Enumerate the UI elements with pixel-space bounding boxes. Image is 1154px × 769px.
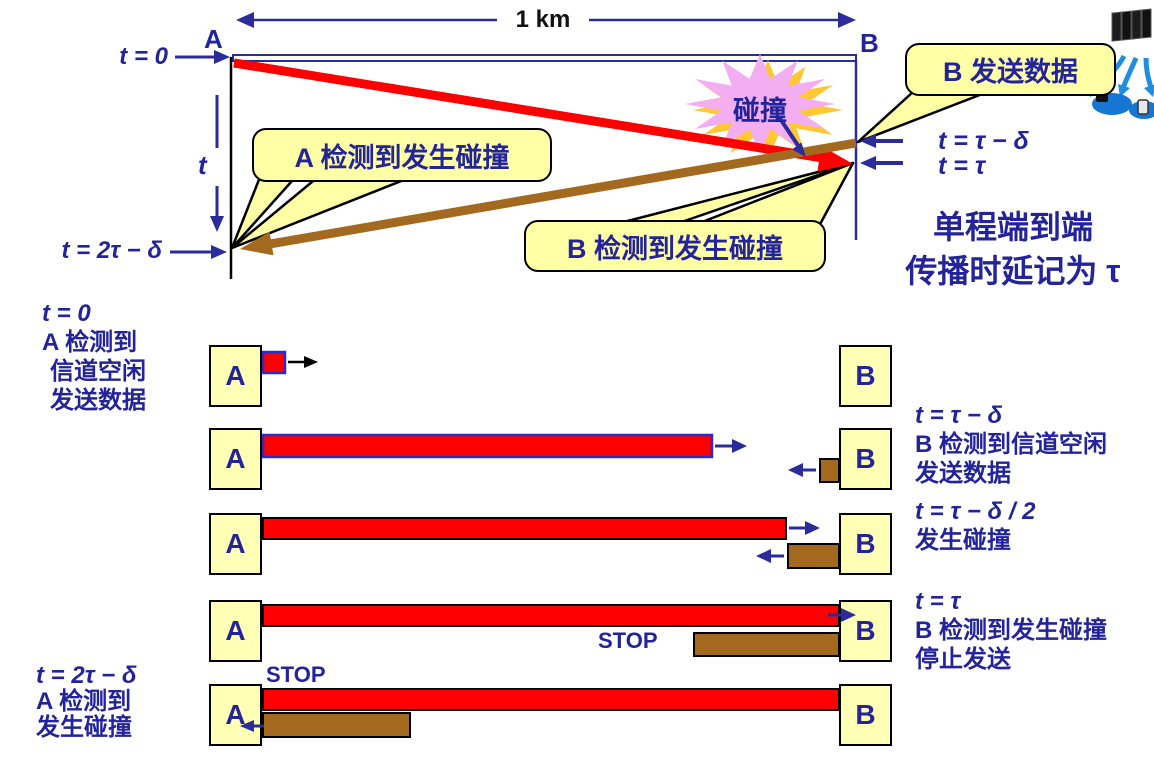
row5-label-line3: 发生碰撞: [36, 714, 132, 741]
row3-label-line2: 发生碰撞: [915, 527, 1011, 554]
t-tau-label: t = τ: [938, 152, 986, 180]
row4-label-line2: B 检测到发生碰撞: [915, 617, 1107, 644]
stop-label-b: STOP: [598, 628, 658, 653]
row1-label-line2: A 检测到: [42, 329, 138, 356]
node-a-letter: A: [225, 360, 246, 391]
row5-label-block: t = 2τ − δ A 检测到 发生碰撞: [36, 663, 137, 741]
callout-b-detect-tail: [606, 161, 855, 230]
node-a-letter: A: [225, 699, 246, 730]
t-2tau-delta-label: t = 2τ − δ: [61, 237, 163, 264]
collision-pointer-arrow: [777, 115, 806, 157]
distance-label: 1 km: [497, 6, 589, 34]
node-a-box-row1: A: [209, 345, 262, 407]
node-a-box-row5: A: [209, 684, 262, 746]
row3-a-frame: [262, 517, 820, 540]
dimension-arrowhead-right: [838, 12, 856, 28]
row2-a-frame: [261, 433, 747, 459]
row1-label-line3: 信道空闲: [50, 358, 146, 385]
collision-starburst: [685, 54, 843, 160]
row3-time-label: t = τ − δ / 2: [915, 498, 1036, 525]
node-b-letter: B: [855, 699, 876, 730]
node-a-box-row3: A: [209, 513, 262, 575]
node-b-box-row5: B: [839, 684, 892, 746]
channel-line: [232, 54, 857, 62]
network-clipart: [1090, 8, 1154, 119]
t2tau-delta-arrow: [170, 245, 227, 259]
row1-a-frame: [261, 350, 318, 375]
node-a-box-row2: A: [209, 428, 262, 490]
node-b-box-row4: B: [839, 600, 892, 662]
t-tau-arrow: [860, 156, 903, 170]
row4-time-label: t = τ: [915, 588, 961, 615]
t0-label: t = 0: [119, 43, 168, 70]
row4-label-line3: 停止发送: [915, 646, 1011, 673]
row1-label-block: t = 0 A 检测到 信道空闲 发送数据: [42, 299, 146, 415]
t-tau-delta-arrow: [860, 134, 903, 148]
collision-label: 碰撞: [733, 96, 787, 126]
stop-label-a: STOP: [266, 662, 326, 687]
callout-b-detect: B 检测到发生碰撞: [524, 220, 826, 272]
node-a-box-row4: A: [209, 600, 262, 662]
row2-time-label: t = τ − δ: [915, 402, 1003, 429]
row2-label-line2: B 检测到信道空闲: [915, 431, 1107, 458]
node-b-box-row1: B: [839, 345, 892, 407]
row5-label-line2: A 检测到: [36, 688, 132, 715]
row2-b-frame: [788, 458, 840, 483]
node-a-letter: A: [225, 443, 246, 474]
node-b-letter: B: [855, 443, 876, 474]
row4-label-block: t = τ B 检测到发生碰撞 停止发送: [915, 587, 1107, 674]
node-b-label-top: B: [860, 28, 879, 58]
node-a-letter: A: [225, 615, 246, 646]
t-tau-delta-label: t = τ − δ: [938, 127, 1029, 155]
row4-frames: [262, 604, 840, 657]
callout-a-detect: A 检测到发生碰撞: [252, 128, 552, 182]
one-way-delay-note-line1: 单程端到端: [932, 209, 1093, 245]
row2-label-line3: 发送数据: [915, 460, 1011, 487]
node-a-letter: A: [225, 528, 246, 559]
row5-time-label: t = 2τ − δ: [36, 662, 137, 689]
t-axis-arrowhead: [210, 216, 224, 232]
node-b-box-row2: B: [839, 428, 892, 490]
row3-b-frame: [756, 543, 840, 569]
callout-b-send: B 发送数据: [905, 43, 1116, 96]
node-a-label-top: A: [204, 24, 223, 54]
dimension-arrowhead-left: [236, 12, 254, 28]
t-axis-label: t: [198, 150, 207, 180]
row2-label-block: t = τ − δ B 检测到信道空闲 发送数据: [915, 401, 1107, 488]
one-way-delay-note-line2: 传播时延记为 τ: [905, 253, 1121, 289]
t0-arrow: [175, 50, 230, 64]
brown-signal-arrow: [240, 138, 857, 256]
row3-label-block: t = τ − δ / 2 发生碰撞: [915, 497, 1036, 555]
row1-time-label: t = 0: [42, 300, 91, 327]
node-b-letter: B: [855, 615, 876, 646]
node-b-letter: B: [855, 528, 876, 559]
row1-label-line4: 发送数据: [50, 387, 146, 414]
row5-frames: [262, 688, 840, 738]
node-b-letter: B: [855, 360, 876, 391]
node-b-box-row3: B: [839, 513, 892, 575]
